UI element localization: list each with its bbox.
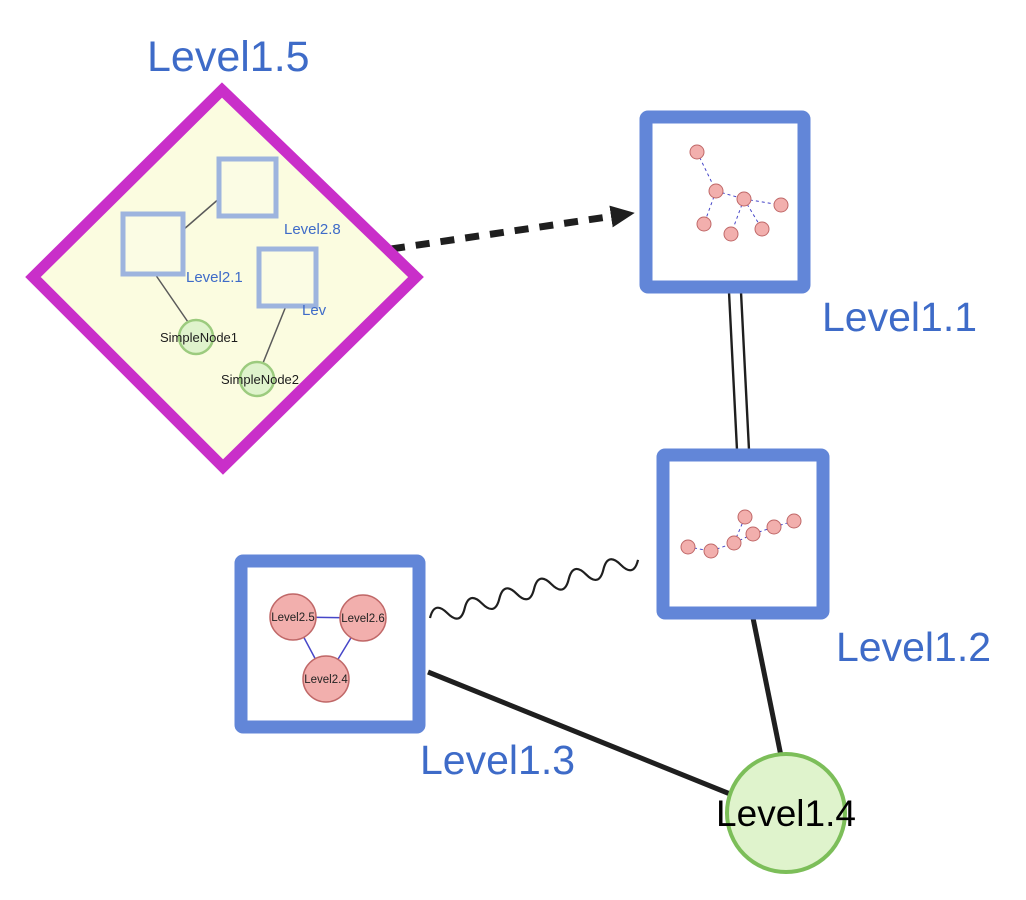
node-level2-8[interactable] xyxy=(216,156,279,219)
thumbnail-graph-level1-1 xyxy=(689,144,789,242)
node-simplenode2[interactable] xyxy=(238,360,276,398)
label-level1-4: Level1.4 xyxy=(716,793,856,834)
label-level2-6: Level2.6 xyxy=(341,613,384,625)
node-level1-4[interactable]: Level1.4 xyxy=(716,752,856,874)
node-simplenode1[interactable] xyxy=(177,318,215,356)
node-level2-1[interactable] xyxy=(120,211,186,277)
label-level1-2: Level1.2 xyxy=(836,624,991,670)
edge-level11-level12-double[interactable] xyxy=(727,291,751,451)
edge-lev-simplenode2[interactable] xyxy=(262,305,287,364)
label-simplenode1: SimpleNode1 xyxy=(160,330,238,345)
label-lev: Lev xyxy=(302,302,327,319)
edge-level12-level14[interactable] xyxy=(750,617,784,757)
label-level2-1: Level2.1 xyxy=(186,269,243,286)
node-level1-1[interactable] xyxy=(639,110,811,294)
label-level1-1: Level1.1 xyxy=(822,294,977,340)
edge-level21-level28[interactable] xyxy=(182,196,222,231)
edge-level13-level12-wavy[interactable] xyxy=(428,552,640,625)
diamond-shape[interactable] xyxy=(25,82,424,475)
label-level2-5: Level2.5 xyxy=(271,612,314,624)
edge-level21-simplenode1[interactable] xyxy=(154,273,189,323)
label-level2-4: Level2.4 xyxy=(304,674,348,686)
label-simplenode2: SimpleNode2 xyxy=(221,372,299,387)
node-level2-5[interactable] xyxy=(269,593,317,641)
edge-level15-level11-dashed-arrow[interactable] xyxy=(390,205,635,253)
edge-layer xyxy=(390,205,784,801)
label-level2-8: Level2.8 xyxy=(284,221,341,238)
label-level1-5: Level1.5 xyxy=(147,33,310,81)
thumbnail-graph-level1-2 xyxy=(680,509,802,559)
group-node-level1-5[interactable]: Level2.8 Level2.1 Lev SimpleNode1 Simple… xyxy=(25,82,424,475)
node-level1-3[interactable]: Level2.5 Level2.6 Level2.4 xyxy=(234,554,426,734)
node-level2-4[interactable] xyxy=(302,655,350,703)
edge-level13-level14[interactable] xyxy=(427,669,741,801)
node-lev[interactable] xyxy=(256,246,319,309)
node-level1-2[interactable] xyxy=(656,448,830,620)
label-level1-3: Level1.3 xyxy=(420,737,575,783)
node-level2-6[interactable] xyxy=(339,594,387,642)
